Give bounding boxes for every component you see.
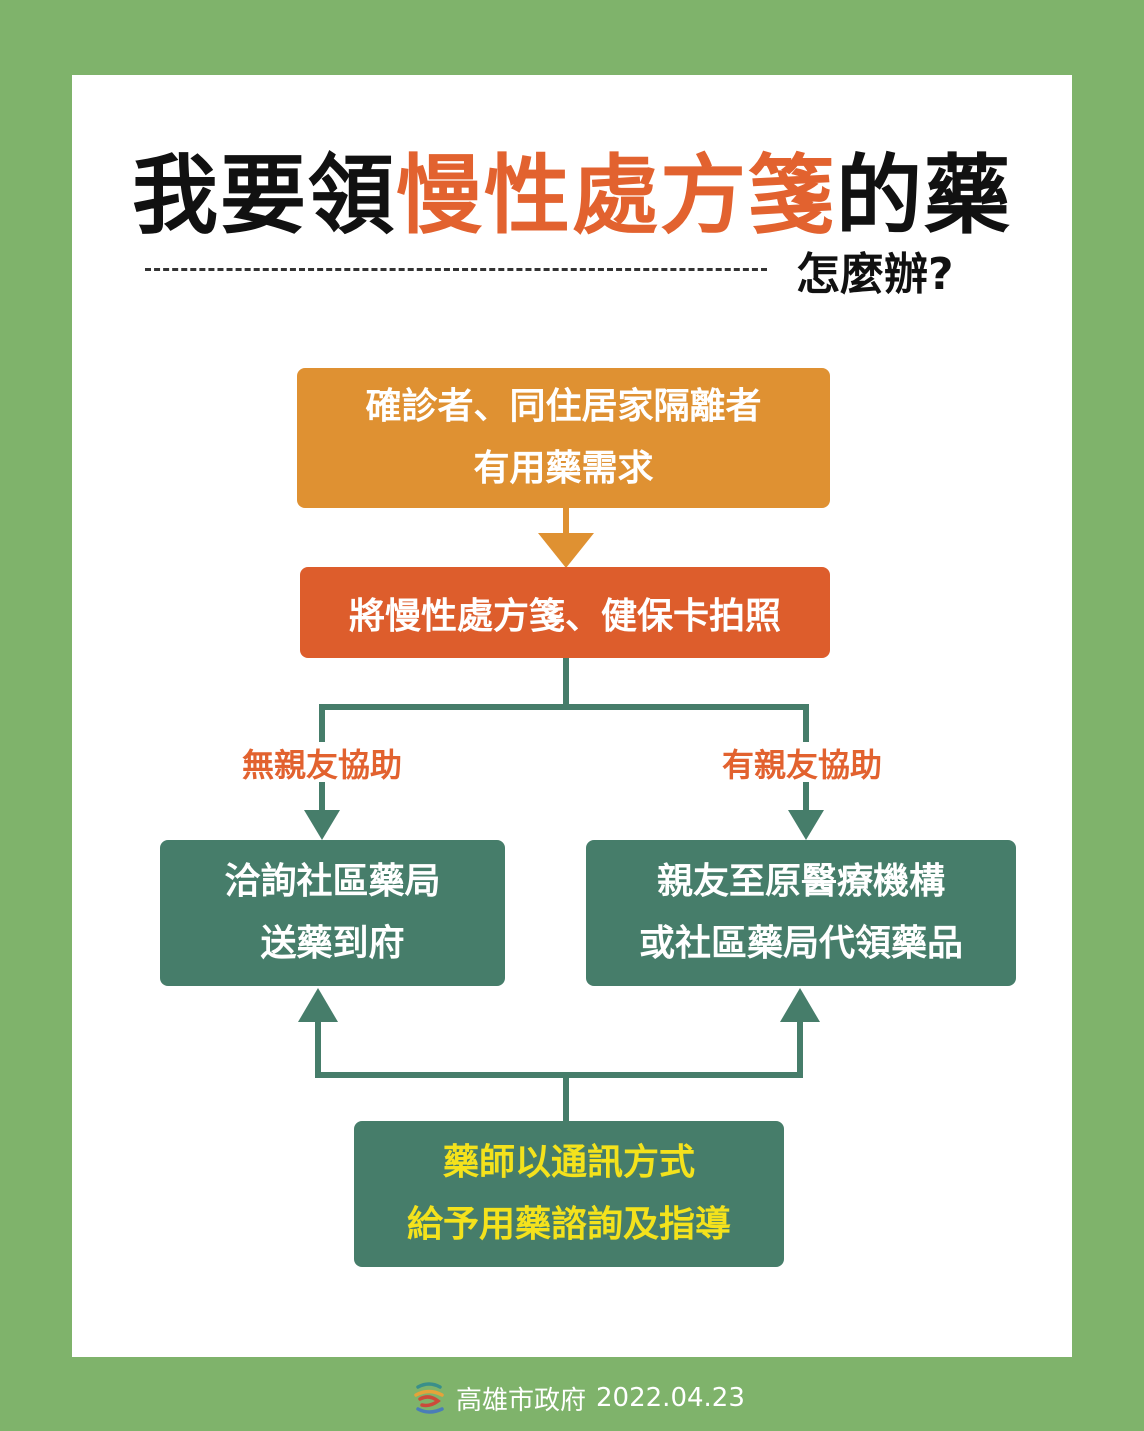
- page-title: 我要領慢性處方箋的藥: [0, 125, 1144, 250]
- step1-line2: 有用藥需求: [473, 448, 654, 489]
- title-highlight: 慢性處方箋: [396, 146, 836, 246]
- branch-right-box: 親友至原醫療機構 或社區藥局代領藥品: [586, 840, 1016, 986]
- step2-box: 將慢性處方箋、健保卡拍照: [300, 567, 830, 658]
- branch-left-line1: 洽詢社區藥局: [224, 861, 441, 902]
- branch-right-line2: 或社區藥局代領藥品: [638, 923, 963, 964]
- connector-right-branch: [566, 704, 809, 742]
- step1-box: 確診者、同住居家隔離者 有用藥需求: [297, 368, 830, 508]
- bottom-box: 藥師以通訊方式 給予用藥諮詢及指導: [354, 1121, 784, 1267]
- footer-date: 2022.04.23: [596, 1383, 745, 1413]
- arrow-down-left: [304, 810, 340, 840]
- arrow-up-left: [298, 988, 338, 1022]
- arrow-down-orange: [538, 533, 594, 568]
- connector-bottom-right: [566, 1020, 803, 1078]
- arrow-up-right: [780, 988, 820, 1022]
- footer: 高雄市政府 2022.04.23: [412, 1376, 745, 1420]
- branch-right-label: 有親友協助: [721, 746, 882, 784]
- step2-text: 將慢性處方箋、健保卡拍照: [348, 595, 781, 637]
- branch-left-label: 無親友協助: [241, 746, 402, 784]
- branch-left-box: 洽詢社區藥局 送藥到府: [160, 840, 505, 986]
- connector-left-branch: [319, 658, 569, 742]
- connector-bottom-left: [315, 1020, 569, 1121]
- step1-line1: 確診者、同住居家隔離者: [365, 386, 762, 427]
- kaohsiung-logo-icon: [414, 1382, 444, 1414]
- bottom-line1: 藥師以通訊方式: [442, 1142, 695, 1183]
- branch-right-line1: 親友至原醫療機構: [656, 861, 945, 902]
- page-subtitle: 怎麼辦?: [796, 249, 954, 300]
- branch-left-line2: 送藥到府: [260, 923, 405, 964]
- title-part-1: 我要領: [132, 146, 396, 246]
- title-part-3: 的藥: [836, 146, 1012, 246]
- dashed-divider: [145, 268, 767, 271]
- bottom-line2: 給予用藥諮詢及指導: [406, 1204, 731, 1245]
- arrow-down-right: [788, 810, 824, 840]
- footer-org: 高雄市政府: [456, 1385, 587, 1416]
